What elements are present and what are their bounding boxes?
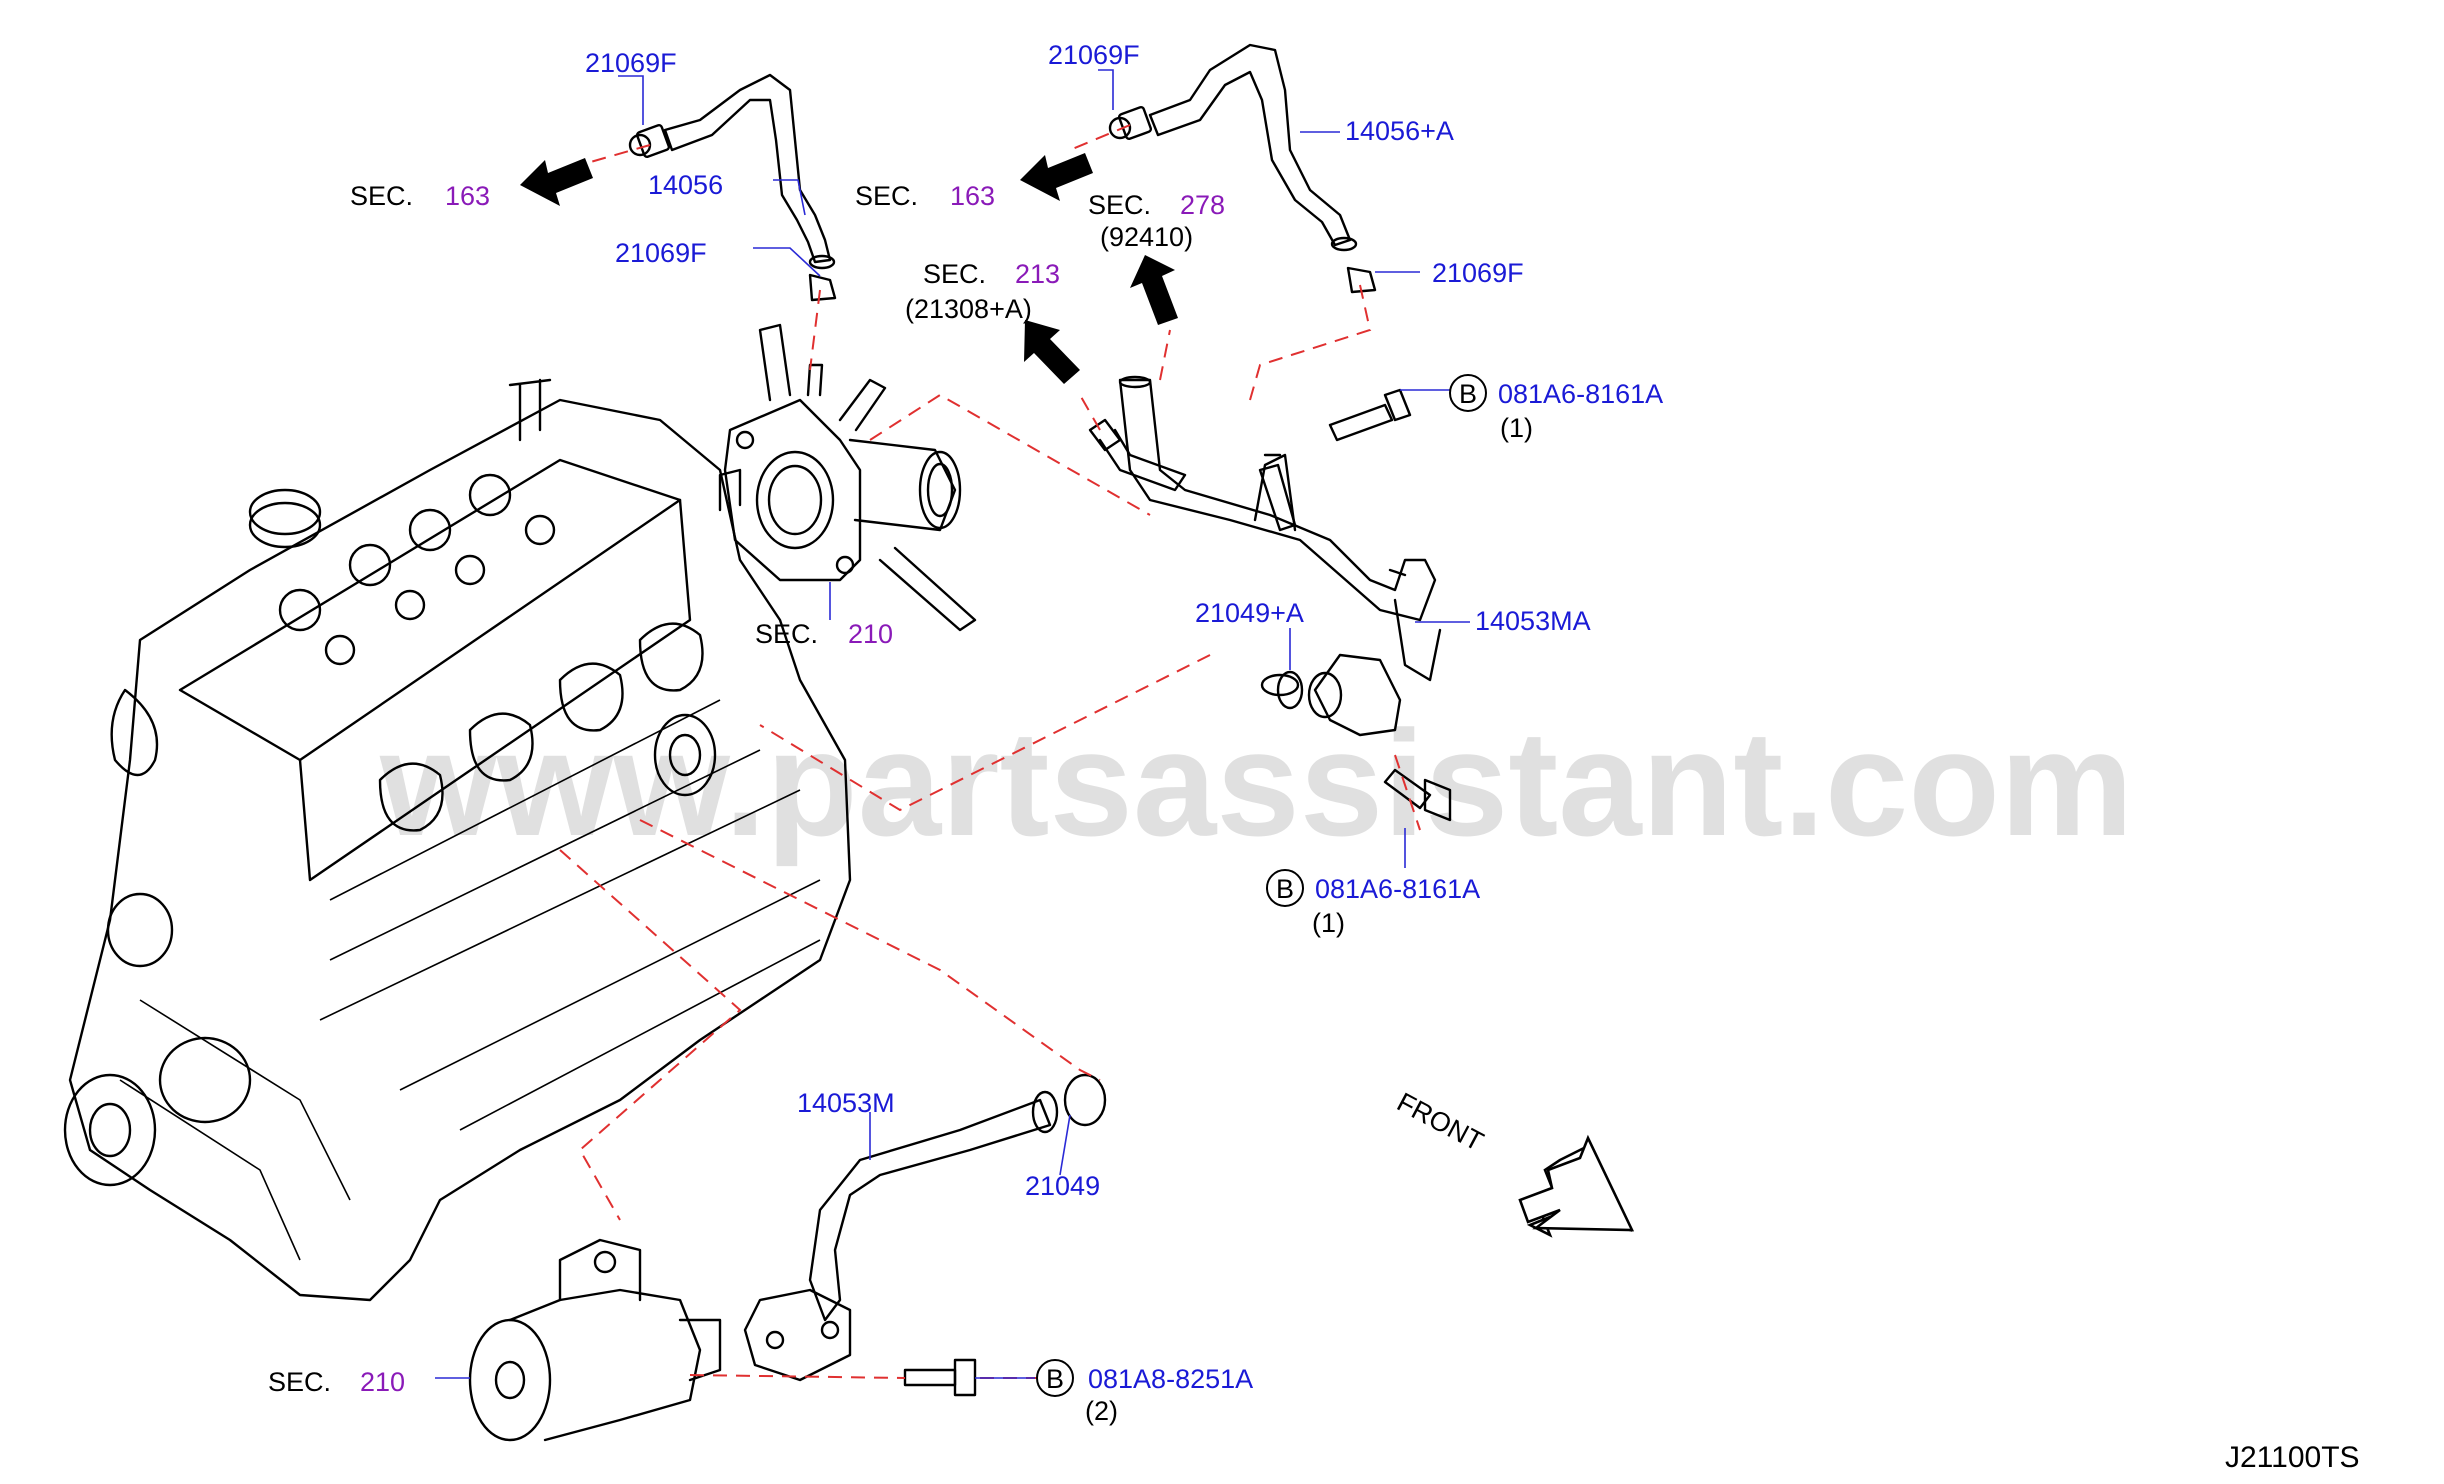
label-21069F-b: 21069F bbox=[615, 238, 707, 268]
label-bolt-1-qty: (1) bbox=[1500, 413, 1533, 443]
label-sec-213-sub: (21308+A) bbox=[905, 294, 1032, 324]
label-14056: 14056 bbox=[648, 170, 723, 200]
bolt-illustrations bbox=[903, 388, 1452, 1397]
hose-14056A-illustration bbox=[1108, 43, 1377, 294]
label-sec-word-163-right: SEC. bbox=[855, 181, 918, 211]
label-sec-163-right: 163 bbox=[950, 181, 995, 211]
label-14056A: 14056+A bbox=[1345, 116, 1454, 146]
label-bolt-3-part: 081A8-8251A bbox=[1088, 1364, 1253, 1394]
label-sec-213: 213 bbox=[1015, 259, 1060, 289]
water-pipe-14053MA-illustration bbox=[1088, 375, 1442, 737]
label-21069F-d: 21069F bbox=[1432, 258, 1524, 288]
label-sec-210-top: 210 bbox=[848, 619, 893, 649]
sec-163-left-arrow bbox=[520, 158, 593, 206]
label-front: FRONT bbox=[1392, 1087, 1488, 1157]
label-21049A: 21049+A bbox=[1195, 598, 1304, 628]
leader-lines bbox=[435, 69, 1470, 1379]
label-21069F-c: 21069F bbox=[1048, 40, 1140, 70]
water-pump-illustration bbox=[468, 1238, 722, 1442]
label-sec-word-163-left: SEC. bbox=[350, 181, 413, 211]
label-sec-word-210-bottom: SEC. bbox=[268, 1367, 331, 1397]
label-sec-210-bottom: 210 bbox=[360, 1367, 405, 1397]
bolt-3-badge: B bbox=[1046, 1364, 1064, 1394]
sec-213-arrow bbox=[1024, 320, 1080, 384]
front-arrow-outline bbox=[1518, 1134, 1635, 1232]
label-sec-word-278: SEC. bbox=[1088, 190, 1151, 220]
label-21049: 21049 bbox=[1025, 1171, 1100, 1201]
engine-block-illustration bbox=[63, 378, 852, 1302]
label-21069F-a: 21069F bbox=[585, 48, 677, 78]
direction-arrows bbox=[520, 153, 1178, 384]
water-pipe-14053M-illustration bbox=[743, 1073, 1107, 1382]
label-bolt-3-qty: (2) bbox=[1085, 1396, 1118, 1426]
hose-14056-illustration bbox=[628, 73, 837, 302]
label-sec-278-sub: (92410) bbox=[1100, 222, 1193, 252]
label-bolt-2-part: 081A6-8161A bbox=[1315, 874, 1480, 904]
thermostat-housing-illustration bbox=[723, 323, 977, 632]
bolt-2-badge: B bbox=[1276, 874, 1294, 904]
label-14053MA: 14053MA bbox=[1475, 606, 1591, 636]
diagram-code: J21100TS bbox=[2225, 1441, 2360, 1474]
label-sec-word-213: SEC. bbox=[923, 259, 986, 289]
bolt-1-badge: B bbox=[1459, 379, 1477, 409]
bolt-1-badge-circle bbox=[1449, 374, 1487, 412]
bolt-3-badge-circle bbox=[1036, 1359, 1074, 1397]
label-14053M: 14053M bbox=[797, 1088, 895, 1118]
label-sec-163-left: 163 bbox=[445, 181, 490, 211]
label-bolt-2-qty: (1) bbox=[1312, 908, 1345, 938]
label-bolt-1-part: 081A6-8161A bbox=[1498, 379, 1663, 409]
label-sec-278: 278 bbox=[1180, 190, 1225, 220]
label-sec-word-210-top: SEC. bbox=[755, 619, 818, 649]
watermark: www.partsassistant.com bbox=[379, 699, 2133, 867]
bolt-2-badge-circle bbox=[1266, 869, 1304, 907]
sec-278-arrow bbox=[1130, 255, 1178, 325]
sec-163-right-arrow bbox=[1020, 153, 1093, 201]
connector-lines bbox=[559, 124, 1421, 1379]
